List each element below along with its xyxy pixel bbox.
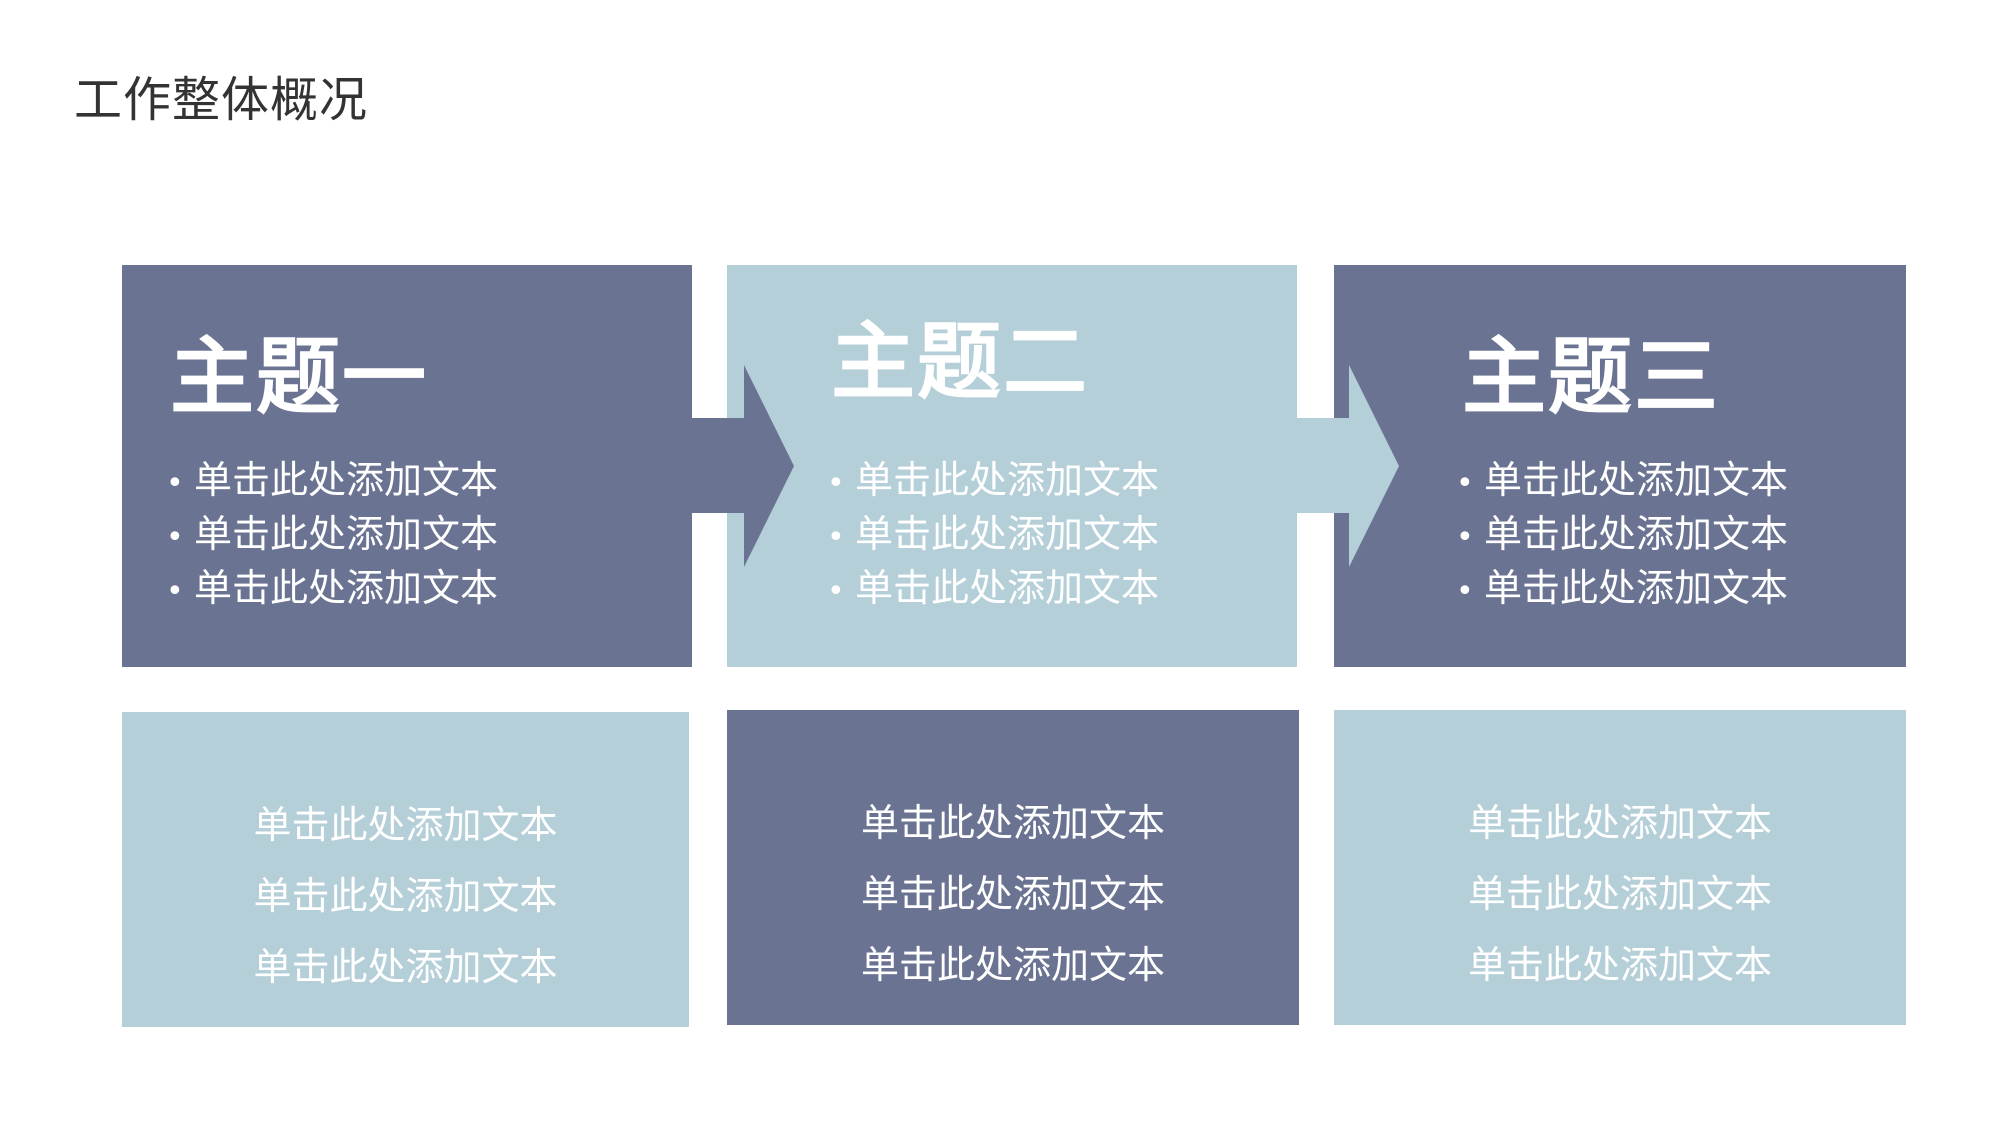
theme-box-1[interactable]: 主题一 单击此处添加文本 单击此处添加文本 单击此处添加文本 <box>122 265 692 667</box>
theme-bullets-1: 单击此处添加文本 单击此处添加文本 单击此处添加文本 <box>166 455 498 617</box>
detail-line: 单击此处添加文本 <box>860 943 1165 987</box>
detail-lines-1: 单击此处添加文本 单击此处添加文本 单击此处添加文本 <box>122 790 689 1003</box>
detail-line: 单击此处添加文本 <box>1467 872 1772 916</box>
bullet-item: 单击此处添加文本 <box>1456 455 1788 509</box>
detail-line: 单击此处添加文本 <box>860 872 1165 916</box>
theme-box-2[interactable]: 主题二 单击此处添加文本 单击此处添加文本 单击此处添加文本 <box>727 265 1297 667</box>
detail-box-2[interactable]: 单击此处添加文本 单击此处添加文本 单击此处添加文本 <box>727 710 1299 1025</box>
bullet-item: 单击此处添加文本 <box>827 509 1159 563</box>
bullet-item: 单击此处添加文本 <box>166 509 498 563</box>
arrow-connector-1 <box>690 365 794 567</box>
detail-lines-3: 单击此处添加文本 单击此处添加文本 单击此处添加文本 <box>1334 788 1906 1001</box>
detail-line: 单击此处添加文本 <box>253 945 558 989</box>
detail-line: 单击此处添加文本 <box>1467 801 1772 845</box>
page-title: 工作整体概况 <box>74 72 369 128</box>
theme-title-3: 主题三 <box>1462 328 1721 426</box>
bullet-item: 单击此处添加文本 <box>166 455 498 509</box>
bullet-item: 单击此处添加文本 <box>827 455 1159 509</box>
theme-title-1: 主题一 <box>170 328 429 426</box>
bullet-item: 单击此处添加文本 <box>166 563 498 617</box>
bullet-item: 单击此处添加文本 <box>827 563 1159 617</box>
bullet-item: 单击此处添加文本 <box>1456 509 1788 563</box>
arrow-connector-2 <box>1295 365 1399 567</box>
detail-line: 单击此处添加文本 <box>860 801 1165 845</box>
theme-title-2: 主题二 <box>831 313 1090 411</box>
bullet-item: 单击此处添加文本 <box>1456 563 1788 617</box>
detail-box-1[interactable]: 单击此处添加文本 单击此处添加文本 单击此处添加文本 <box>122 712 689 1027</box>
theme-bullets-3: 单击此处添加文本 单击此处添加文本 单击此处添加文本 <box>1456 455 1788 617</box>
detail-line: 单击此处添加文本 <box>253 874 558 918</box>
detail-line: 单击此处添加文本 <box>1467 943 1772 987</box>
theme-box-3[interactable]: 主题三 单击此处添加文本 单击此处添加文本 单击此处添加文本 <box>1334 265 1906 667</box>
theme-bullets-2: 单击此处添加文本 单击此处添加文本 单击此处添加文本 <box>827 455 1159 617</box>
detail-lines-2: 单击此处添加文本 单击此处添加文本 单击此处添加文本 <box>727 788 1299 1001</box>
detail-box-3[interactable]: 单击此处添加文本 单击此处添加文本 单击此处添加文本 <box>1334 710 1906 1025</box>
detail-line: 单击此处添加文本 <box>253 803 558 847</box>
